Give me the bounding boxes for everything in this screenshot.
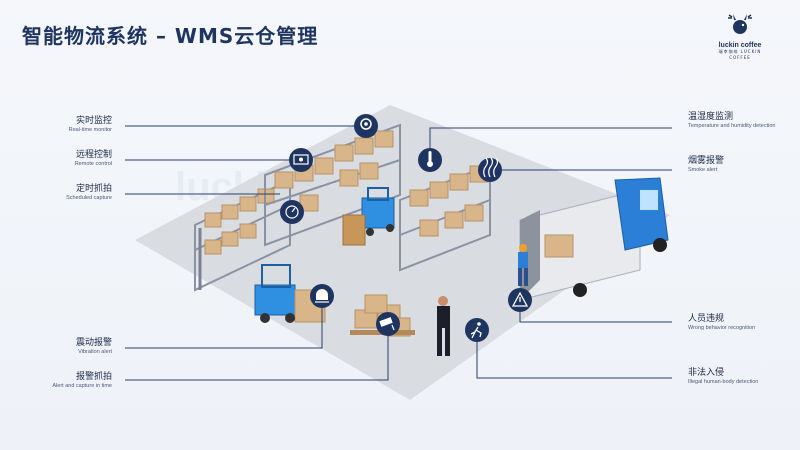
delivery-truck	[519, 177, 669, 301]
shelf-rack-left	[194, 178, 291, 292]
label-vibration-alert: 震动报警 Vibration alert	[40, 338, 112, 356]
label-realtime-monitor: 实时监控 Real-time monitor	[50, 116, 112, 134]
label-illegal-intrusion: 非法入侵 Illegal human-body detection	[688, 368, 788, 386]
label-en: Illegal human-body detection	[688, 379, 759, 385]
label-cn: 定时抓拍	[75, 184, 112, 194]
label-cn: 烟雾报警	[688, 156, 725, 166]
label-cn: 实时监控	[75, 116, 112, 126]
label-en: Real-time monitor	[68, 127, 112, 133]
label-remote-control: 远程控制 Remote control	[50, 150, 112, 168]
camera-icon[interactable]	[354, 114, 378, 138]
label-cn: 非法入侵	[688, 368, 725, 378]
forklift-middle	[342, 187, 395, 246]
label-en: Vibration alert	[78, 349, 112, 355]
label-en: Scheduled capture	[66, 195, 112, 201]
label-wrong-behavior: 人员违规 Wrong behavior recognition	[688, 314, 788, 332]
label-en: Alert and capture in time	[52, 383, 112, 389]
shelf-rack-middle	[264, 123, 401, 247]
security-guard	[437, 296, 450, 356]
logo-brand-text: luckin coffee	[718, 42, 762, 49]
label-cn: 人员违规	[688, 314, 725, 324]
label-cn: 震动报警	[75, 338, 112, 348]
label-smoke-alert: 烟雾报警 Smoke alert	[688, 156, 788, 174]
label-en: Smoke alert	[688, 167, 718, 173]
label-cn: 温湿度监测	[688, 112, 734, 122]
warning-icon[interactable]	[508, 288, 532, 312]
label-temperature-humidity: 温湿度监测 Temperature and humidity detection	[688, 112, 788, 130]
label-scheduled-capture: 定时抓拍 Scheduled capture	[40, 184, 112, 202]
cctv-icon[interactable]	[376, 312, 400, 336]
eye-monitor-icon[interactable]	[289, 148, 313, 172]
deer-logo-icon	[728, 14, 752, 34]
thermometer-icon[interactable]	[418, 148, 442, 172]
smoke-icon[interactable]	[478, 157, 502, 182]
timer-icon[interactable]	[280, 200, 304, 224]
brand-logo: luckin coffee 瑞幸咖啡 LUCKIN COFFEE	[710, 12, 770, 60]
worker	[518, 244, 528, 286]
page-title: 智能物流系统 – WMS云仓管理	[22, 24, 319, 48]
alarm-light-icon[interactable]	[310, 284, 334, 308]
label-en: Wrong behavior recognition	[688, 325, 756, 331]
label-cn: 报警抓拍	[75, 372, 112, 382]
warehouse-floor	[135, 105, 670, 400]
logo-sub-text: 瑞幸咖啡 LUCKIN COFFEE	[718, 49, 762, 60]
label-en: Remote control	[74, 161, 112, 167]
label-cn: 远程控制	[75, 150, 112, 160]
label-en: Temperature and humidity detection	[688, 123, 776, 129]
shelf-rack-right	[399, 163, 491, 272]
label-alert-capture: 报警抓拍 Alert and capture in time	[20, 372, 112, 390]
running-person-icon[interactable]	[465, 318, 489, 342]
